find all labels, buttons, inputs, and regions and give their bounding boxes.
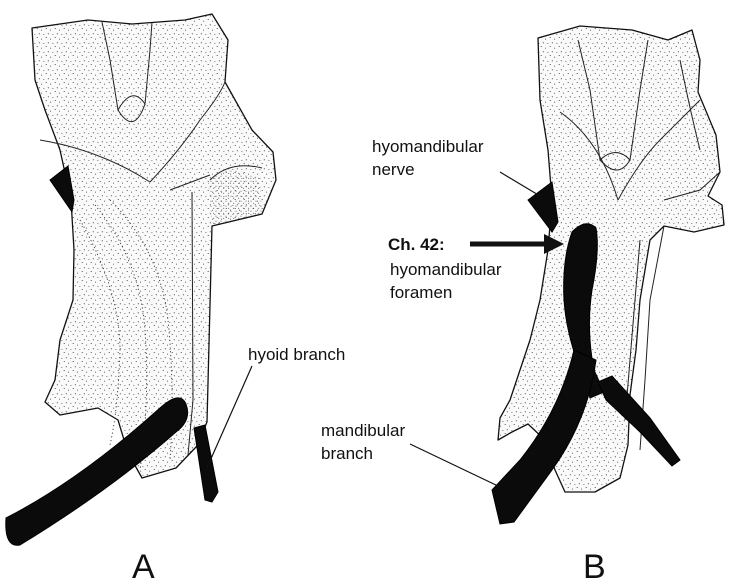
leader-hyomandibular-nerve — [500, 172, 540, 196]
label-hyomandibular-nerve-line2: nerve — [372, 160, 415, 179]
label-mandibular-branch-line2: branch — [321, 444, 373, 463]
panel-label-b: B — [583, 548, 606, 586]
label-foramen-line2: foramen — [390, 283, 452, 302]
label-foramen-line1: hyomandibular — [390, 260, 502, 279]
hyomandibula-bone-a — [32, 14, 276, 478]
condyle-shading-a — [208, 168, 262, 226]
label-character-number: Ch. 42: — [388, 235, 445, 254]
hyomandibular-nerve-b — [528, 182, 558, 232]
label-hyoid-branch: hyoid branch — [248, 345, 345, 364]
hyomandibula-bone-b — [498, 26, 724, 492]
hyoid-branch-a — [194, 425, 218, 502]
leader-hyoid-branch — [206, 366, 252, 470]
panel-label-a: A — [132, 548, 155, 586]
leader-mandibular-branch — [410, 444, 498, 486]
panel-a-drawing — [6, 14, 276, 545]
label-mandibular-branch-line1: mandibular — [321, 421, 405, 440]
panel-b-drawing — [470, 26, 724, 524]
label-hyomandibular-nerve-line1: hyomandibular — [372, 137, 484, 156]
